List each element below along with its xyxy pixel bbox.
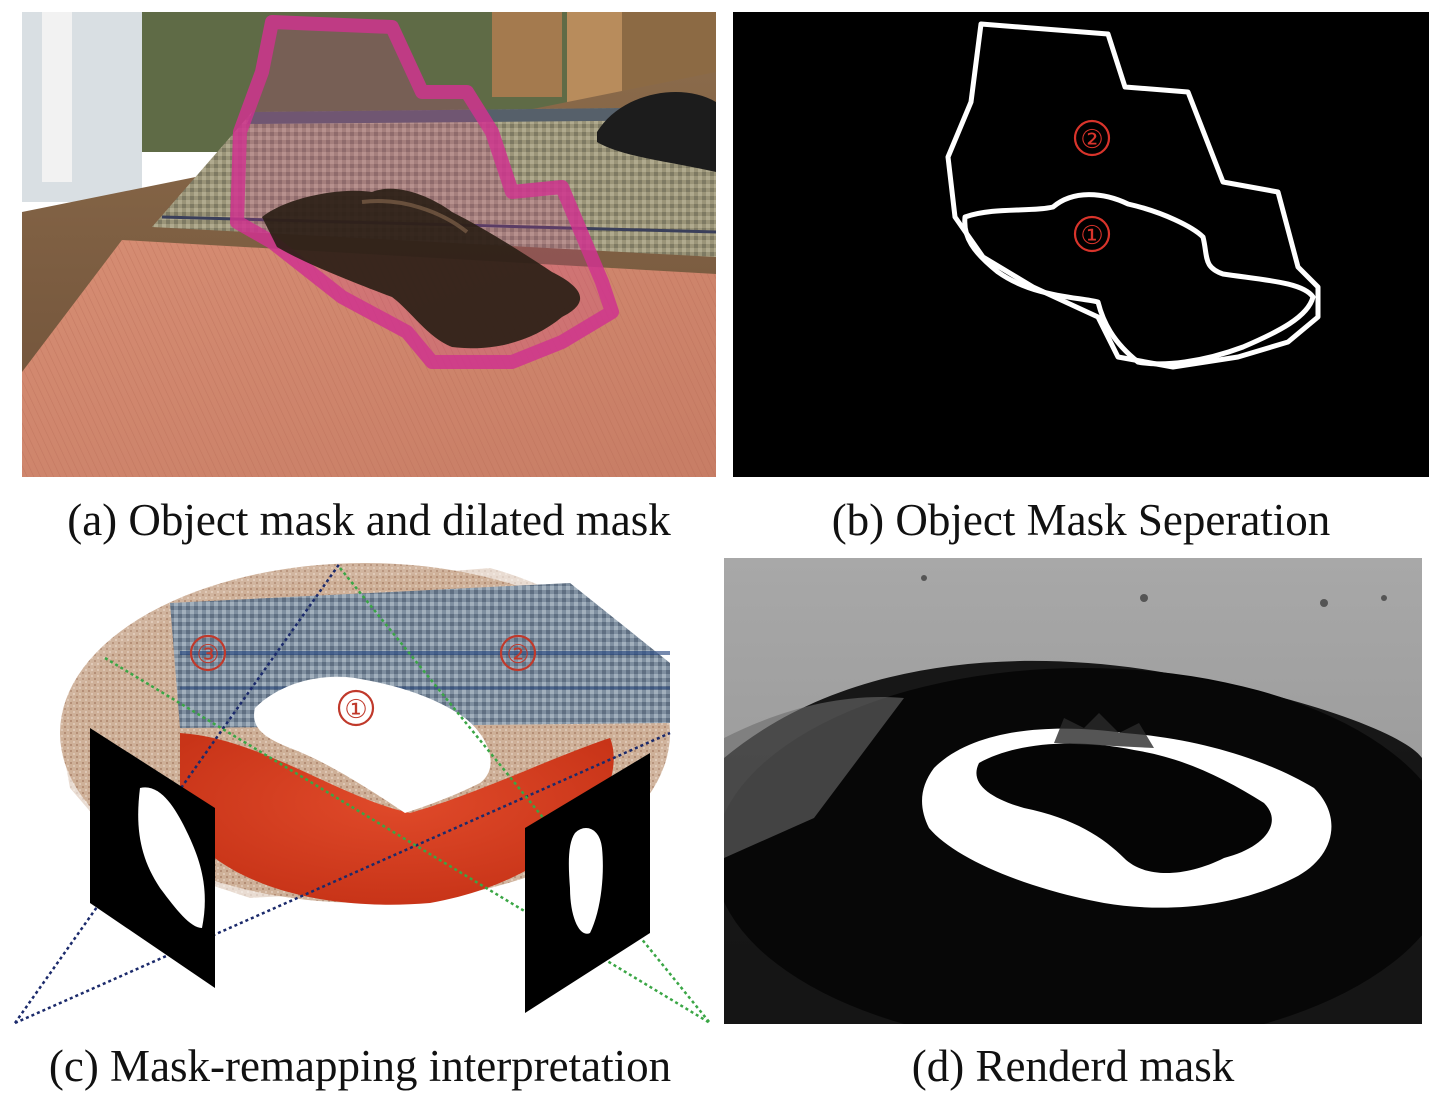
svg-text:③: ③ [196, 640, 219, 670]
svg-text:②: ② [1080, 125, 1103, 155]
panel-c-remapping: ③ ② ① [10, 558, 710, 1028]
caption-b: (b) Object Mask Seperation [831, 495, 1331, 545]
panel-b-mask-separation: ② ① [733, 12, 1429, 477]
mask-remapping-figure: ③ ② ① [10, 558, 710, 1028]
rendered-mask-figure [724, 558, 1422, 1024]
caption-d: (d) Renderd mask [911, 1041, 1235, 1091]
region-1-outline [962, 192, 1316, 367]
region-label-1: ① [337, 689, 375, 727]
right-camera-mask-plane [525, 753, 650, 1013]
region-label-2: ② [1073, 119, 1111, 157]
region-label-1: ① [1073, 215, 1111, 253]
left-camera-mask-plane [90, 728, 215, 988]
svg-text:①: ① [344, 695, 367, 725]
mask-separation-figure: ② ① [733, 12, 1429, 477]
object-mask-photo [22, 12, 716, 477]
blue-ray-1 [13, 562, 342, 1024]
caption-c: (c) Mask-remapping interpretation [48, 1041, 672, 1091]
panel-d-rendered-mask [724, 558, 1422, 1024]
svg-text:②: ② [506, 640, 529, 670]
green-ray-1 [104, 656, 710, 1025]
green-ray-2 [339, 567, 710, 1024]
caption-a: (a) Object mask and dilated mask [67, 495, 671, 545]
blue-ray-2 [14, 731, 671, 1025]
svg-text:①: ① [1080, 221, 1103, 251]
object-mask-blob [262, 188, 581, 349]
panel-a-photo [22, 12, 716, 477]
region-label-2: ② [499, 634, 537, 672]
region-label-3: ③ [189, 634, 227, 672]
region-2-outline [945, 21, 1321, 370]
